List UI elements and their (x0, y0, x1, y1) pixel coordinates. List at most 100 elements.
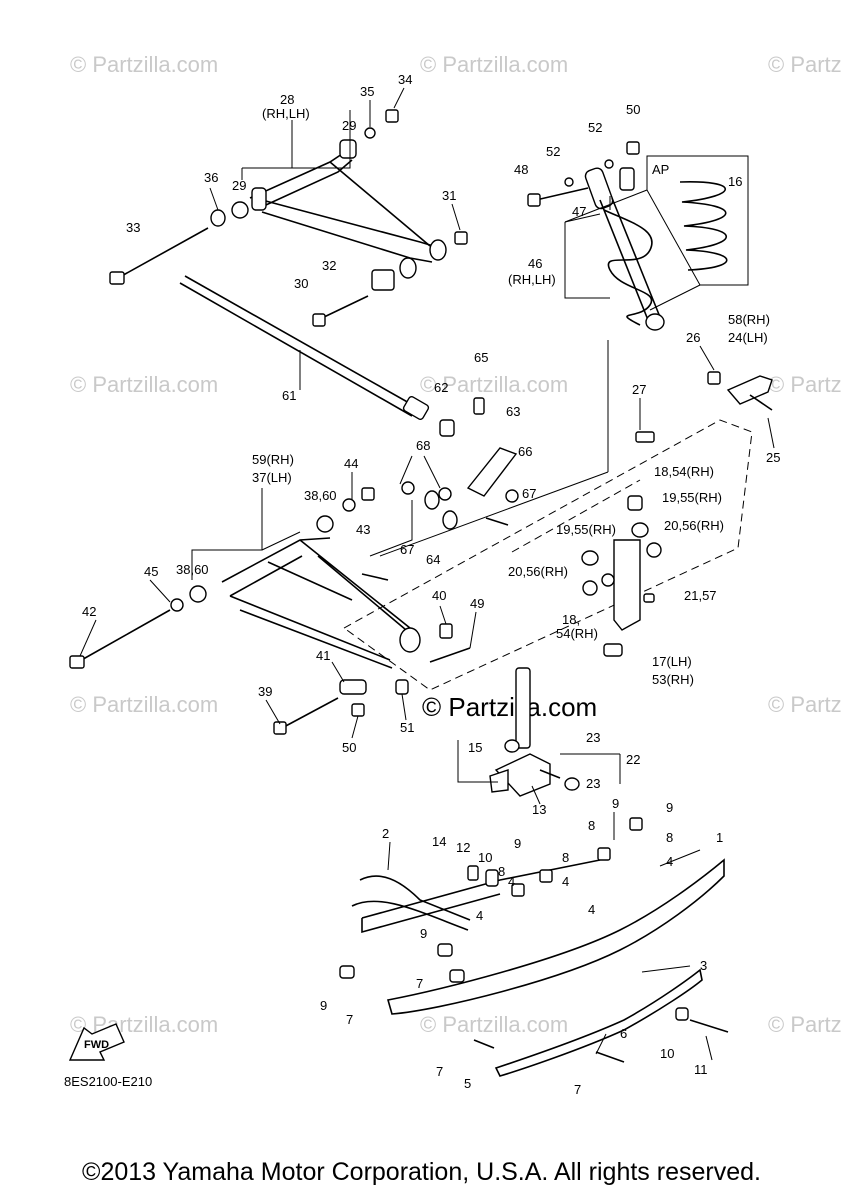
callout-label: 4 (476, 908, 483, 923)
callout-label: 68 (416, 438, 430, 453)
callout-label: 67 (522, 486, 536, 501)
callout-label: 37(LH) (252, 470, 292, 485)
callout-label: 33 (126, 220, 140, 235)
watermark: © Partzilla.com (768, 1012, 843, 1037)
callout-label: 18, (562, 612, 580, 627)
callout-label: 31 (442, 188, 456, 203)
upper-a-arm (109, 109, 468, 327)
callout-label: 4 (588, 902, 595, 917)
watermark: © Partzilla.com (70, 52, 218, 77)
callout-label: 36 (204, 170, 218, 185)
callout-label: 15 (468, 740, 482, 755)
callout-label: 35 (360, 84, 374, 99)
callout-label: 66 (518, 444, 532, 459)
callout-label: 23 (586, 730, 600, 745)
ski-spindle (489, 667, 580, 797)
callout-label: 25 (766, 450, 780, 465)
steering-column (581, 431, 662, 657)
callout-label: 16 (728, 174, 742, 189)
watermark: © Partzilla.com (420, 372, 568, 397)
callout-label: 20,56(RH) (664, 518, 724, 533)
callout-label: 61 (282, 388, 296, 403)
callout-label: 49 (470, 596, 484, 611)
callout-label: 5 (464, 1076, 471, 1091)
ski (339, 817, 729, 1077)
callout-label: 51 (400, 720, 414, 735)
callout-label: 29 (232, 178, 246, 193)
callout-label: 19,55(RH) (662, 490, 722, 505)
callout-label: 53(RH) (652, 672, 694, 687)
callout-label: 1 (716, 830, 723, 845)
callout-label: 39 (258, 684, 272, 699)
callout-label: 8 (666, 830, 673, 845)
drawing-code: 8ES2100-E210 (64, 1074, 153, 1089)
steering-shaft (179, 275, 430, 421)
callout-label: 4 (666, 854, 673, 869)
callout-label: 29 (342, 118, 356, 133)
watermark: © Partzilla.com (420, 52, 568, 77)
forward-direction-badge: FWD (68, 1023, 125, 1061)
callout-label: 9 (320, 998, 327, 1013)
callout-label: 12 (456, 840, 470, 855)
callout-label: 27 (632, 382, 646, 397)
shock-absorber (527, 141, 665, 331)
watermark: © Partzilla.com (768, 372, 843, 397)
callout-label: 6 (620, 1026, 627, 1041)
lower-swing-arm (69, 487, 471, 735)
ap-inset (564, 155, 749, 311)
callout-label: 58(RH) (728, 312, 770, 327)
callout-label: 8 (562, 850, 569, 865)
callout-label: 50 (626, 102, 640, 117)
callout-label: 9 (514, 836, 521, 851)
callout-label: 7 (346, 1012, 353, 1027)
watermark: © Partzilla.com (420, 1012, 568, 1037)
callout-label: 19,55(RH) (556, 522, 616, 537)
callout-label: 30 (294, 276, 308, 291)
callout-label: 14 (432, 834, 446, 849)
callout-label: 63 (506, 404, 520, 419)
watermark: © Partzilla.com (70, 692, 218, 717)
callout-label: 52 (588, 120, 602, 135)
linkage-assembly (401, 397, 519, 530)
callout-label: 17(LH) (652, 654, 692, 669)
callout-label: 7 (574, 1082, 581, 1097)
callout-label: 3 (700, 958, 707, 973)
callout-label: 65 (474, 350, 488, 365)
callout-label: 38,60 (304, 488, 337, 503)
pivot-arm (707, 371, 773, 411)
watermark-layer: © Partzilla.com © Partzilla.com © Partzi… (70, 52, 843, 1037)
callout-label: 22 (626, 752, 640, 767)
callout-label: 46 (528, 256, 542, 271)
callout-label: 10 (478, 850, 492, 865)
callout-label: 44 (344, 456, 358, 471)
callout-label: 4 (508, 874, 515, 889)
callout-label: 8 (498, 864, 505, 879)
callout-label: 26 (686, 330, 700, 345)
callout-label: 13 (532, 802, 546, 817)
callout-label: 21,57 (684, 588, 717, 603)
callout-label: 4 (562, 874, 569, 889)
callout-label: 9 (612, 796, 619, 811)
callout-label: 41 (316, 648, 330, 663)
callout-label: 43 (356, 522, 370, 537)
callout-label: 54(RH) (556, 626, 598, 641)
callout-label: 10 (660, 1046, 674, 1061)
callout-label: 48 (514, 162, 528, 177)
callout-label: 42 (82, 604, 96, 619)
callout-label: 20,56(RH) (508, 564, 568, 579)
callout-label: 64 (426, 552, 440, 567)
callout-label: 23 (586, 776, 600, 791)
fwd-label: FWD (84, 1039, 109, 1051)
callout-label: (RH,LH) (508, 272, 556, 287)
callout-label: 7 (416, 976, 423, 991)
callout-label: 67 (400, 542, 414, 557)
watermark: © Partzilla.com (768, 52, 843, 77)
callout-label: 62 (434, 380, 448, 395)
callout-label: AP (652, 162, 669, 177)
callout-label: 24(LH) (728, 330, 768, 345)
callout-label: 7 (436, 1064, 443, 1079)
callout-label: 47 (572, 204, 586, 219)
copyright-notice: ©2013 Yamaha Motor Corporation, U.S.A. A… (82, 1158, 761, 1186)
callout-label: 50 (342, 740, 356, 755)
